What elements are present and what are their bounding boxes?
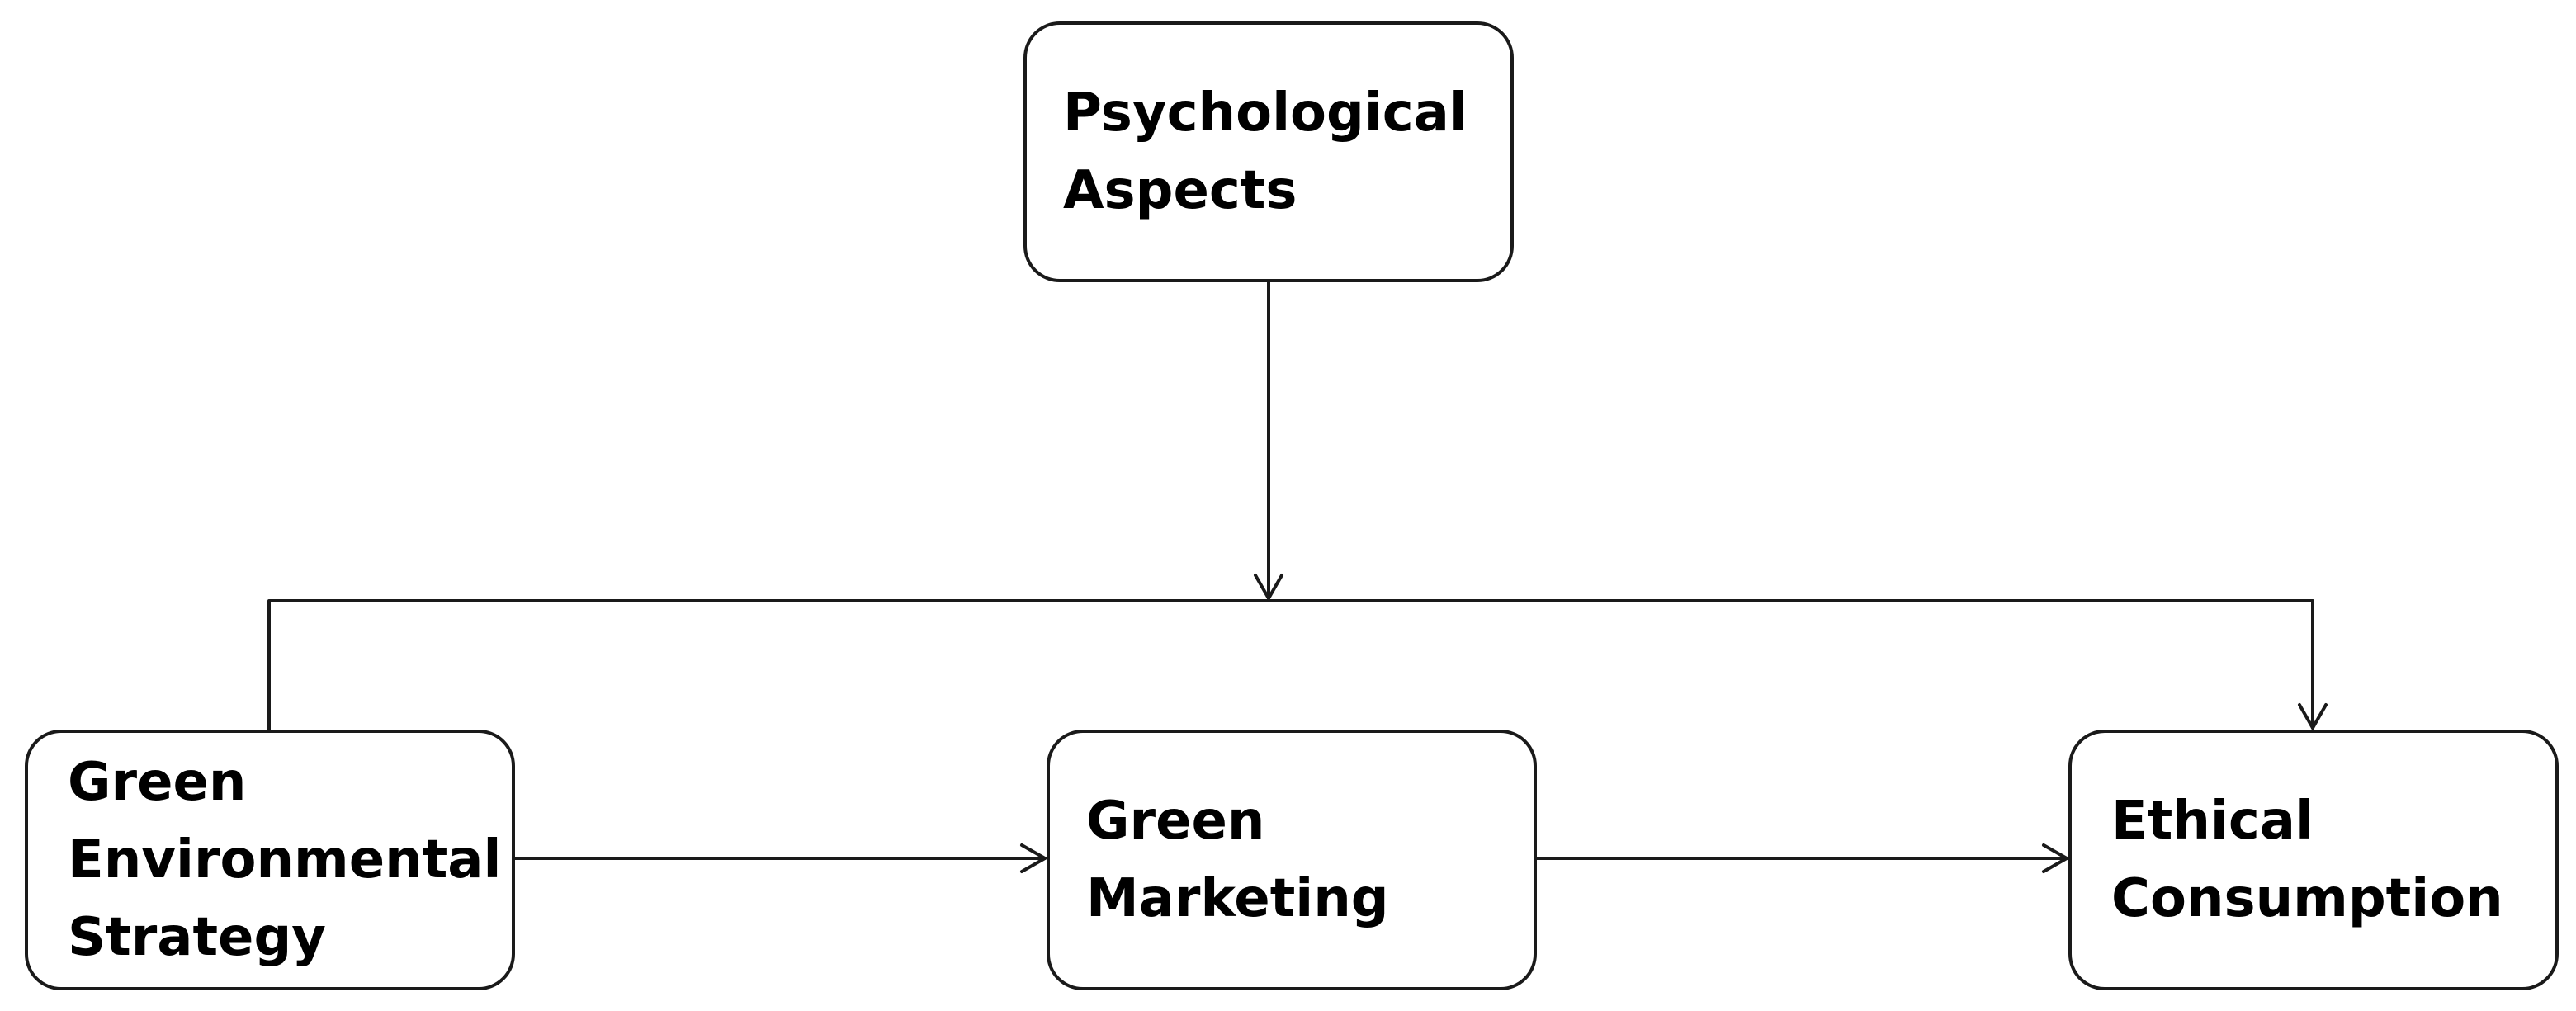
node-ethical-consumption: Ethical Consumption — [2068, 730, 2559, 990]
node-psychological-aspects: Psychological Aspects — [1023, 21, 1514, 282]
node-label-ethical-consumption: Ethical Consumption — [2111, 791, 2503, 929]
node-label-green-environmental-strategy: Green Environmental Strategy — [68, 752, 502, 968]
node-label-psychological-aspects: Psychological Aspects — [1063, 83, 1468, 221]
arrowhead-ethical-consumption-left — [2042, 843, 2068, 873]
arrowhead-moderation — [1254, 574, 1283, 600]
edge-ges-to-ethical-consumption-bracket — [267, 599, 2314, 731]
node-green-marketing: Green Marketing — [1047, 730, 1537, 990]
node-green-environmental-strategy: Green Environmental Strategy — [25, 730, 515, 990]
node-label-green-marketing: Green Marketing — [1086, 791, 1389, 929]
arrowhead-ethical-consumption-top — [2298, 703, 2328, 730]
arrowhead-green-marketing — [1020, 843, 1047, 873]
